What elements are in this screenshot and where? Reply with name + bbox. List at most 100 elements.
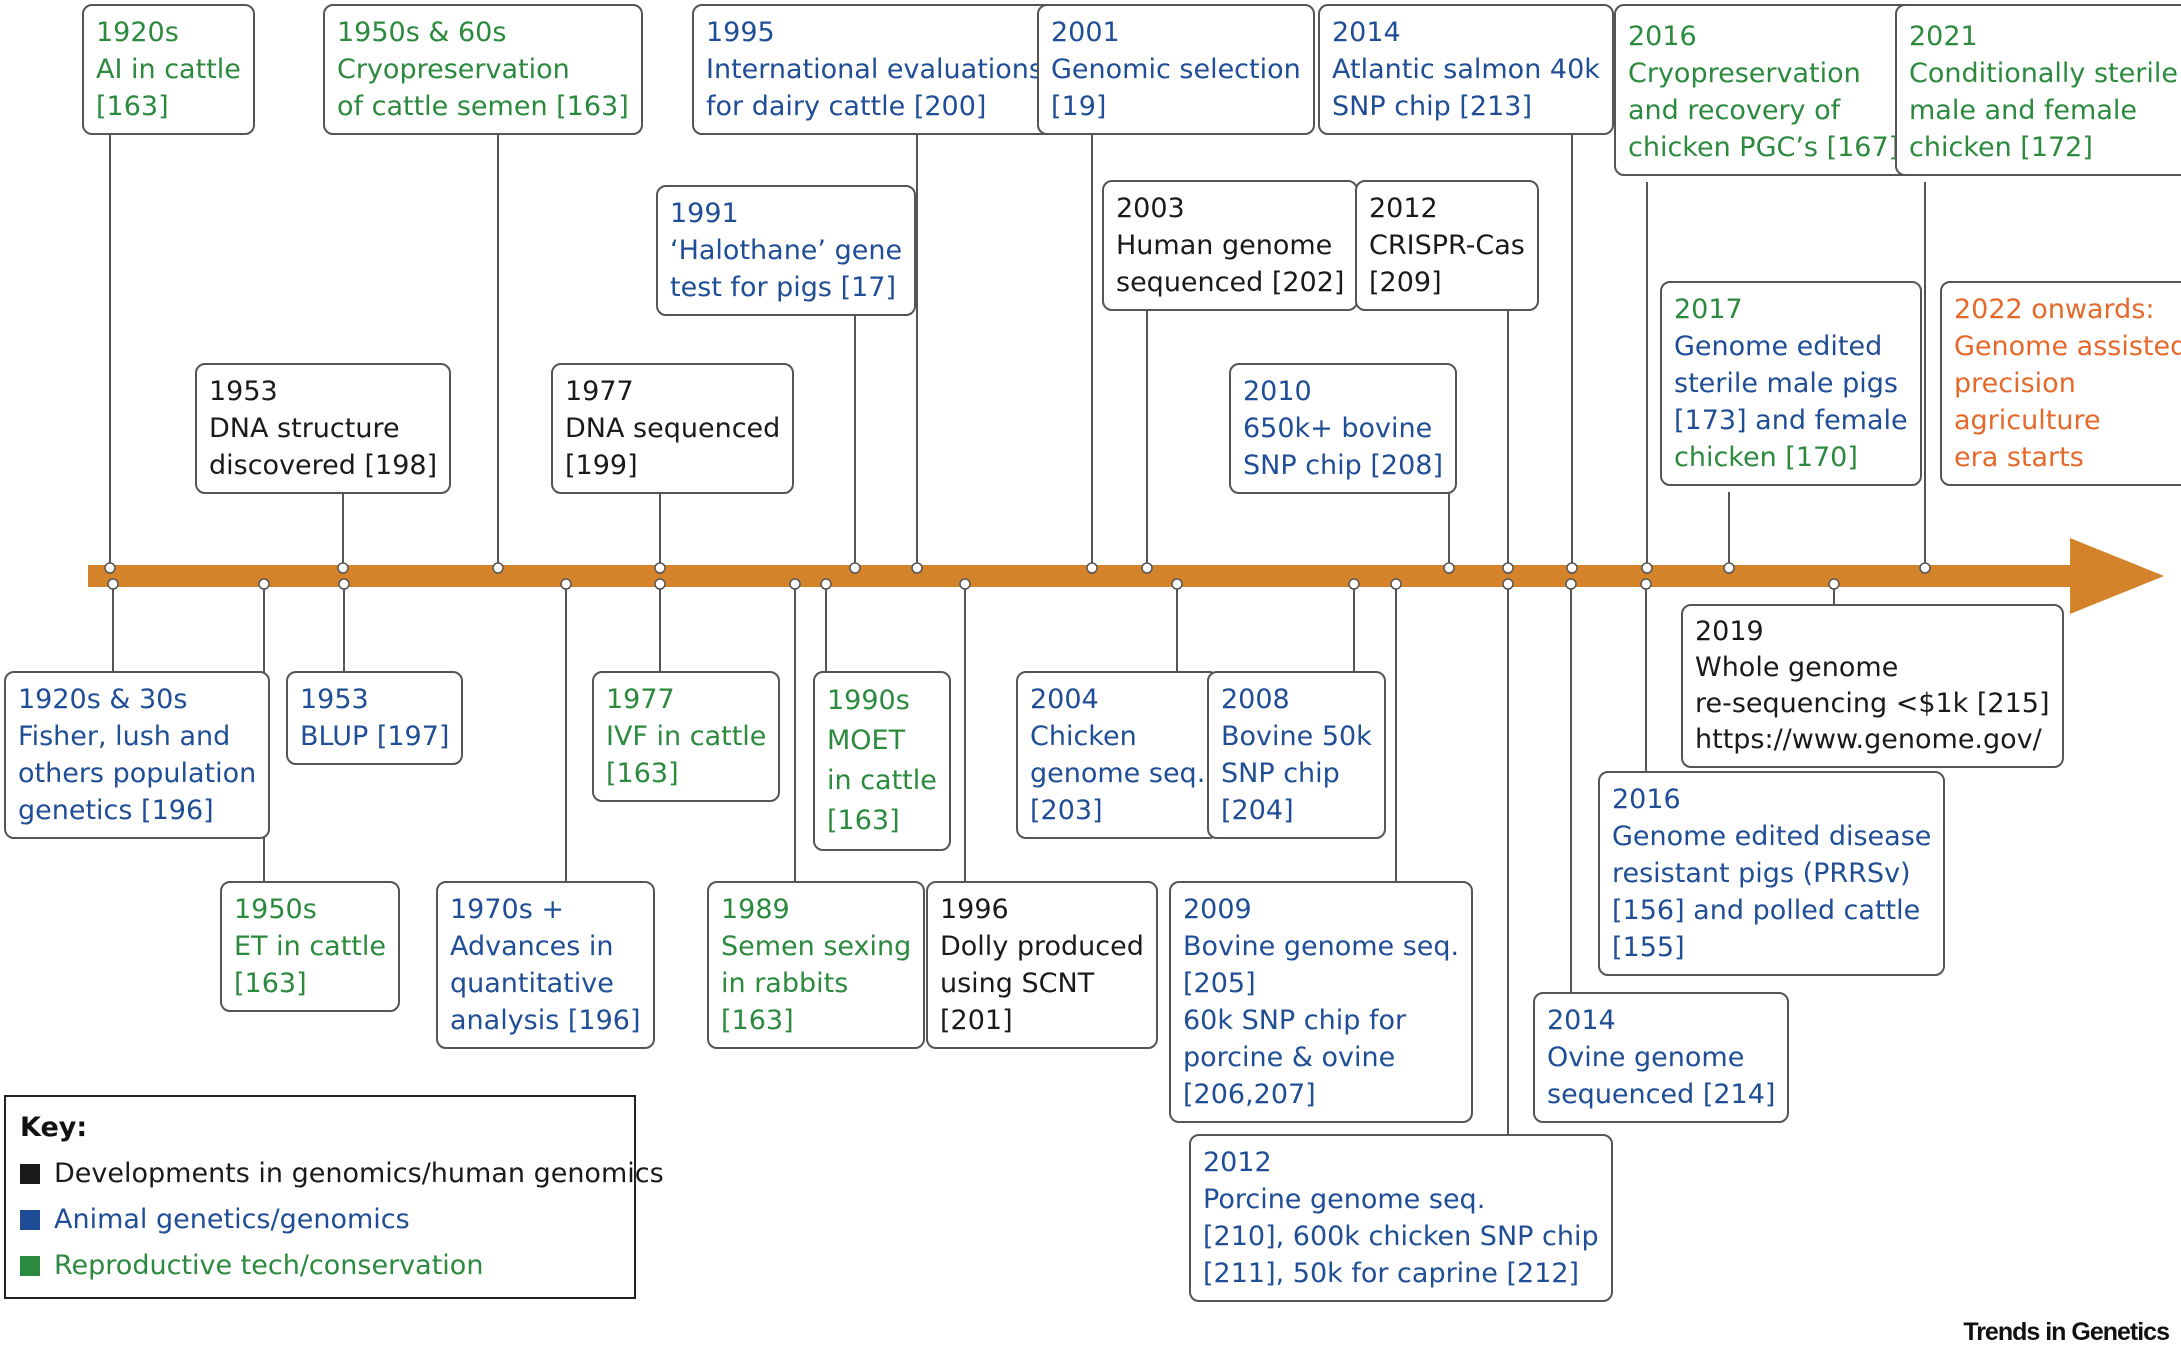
event-quantitative-analysis: 1970s + Advances in quantitative analysi… <box>436 881 655 1049</box>
event-text: Cryopreservation <box>1628 58 1861 89</box>
event-ref: [163] <box>827 805 900 836</box>
timeline-dot <box>107 578 119 590</box>
event-year: 1977 <box>565 376 634 407</box>
event-text: Genome edited disease <box>1612 821 1932 852</box>
event-bovine-650k: 2010 650k+ bovine SNP chip [208] <box>1229 363 1457 494</box>
timeline-dot <box>1171 578 1183 590</box>
event-year: 2016 <box>1612 784 1681 815</box>
timeline-dot <box>1141 562 1153 574</box>
event-dolly: 1996 Dolly produced using SCNT [201] <box>926 881 1158 1049</box>
green-square-icon <box>20 1256 40 1276</box>
event-text: sequenced [202] <box>1116 267 1345 298</box>
black-square-icon <box>20 1164 40 1184</box>
timeline-dot <box>1502 578 1514 590</box>
legend-item-reproductive: Reproductive tech/conservation <box>20 1243 620 1289</box>
event-ref: [163] <box>96 91 169 122</box>
event-text: male and female <box>1909 95 2137 126</box>
event-year: 2004 <box>1030 684 1099 715</box>
event-text: SNP chip [208] <box>1243 450 1443 481</box>
event-whole-genome-resequencing: 2019 Whole genome re-sequencing <$1k [21… <box>1681 604 2064 768</box>
event-text: Genome edited <box>1674 331 1883 362</box>
event-ref: [163] <box>234 968 307 999</box>
timeline-dot <box>1723 562 1735 574</box>
legend-label: Animal genetics/genomics <box>54 1204 410 1235</box>
event-year: 1950s <box>234 894 317 925</box>
event-year: 1950s & 60s <box>337 17 507 48</box>
timeline-dot <box>1565 578 1577 590</box>
blue-square-icon <box>20 1210 40 1230</box>
timeline-dot <box>959 578 971 590</box>
event-text: AI in cattle <box>96 54 241 85</box>
event-disease-resistant-pigs: 2016 Genome edited disease resistant pig… <box>1598 771 1946 976</box>
event-text: International evaluations <box>706 54 1043 85</box>
event-text: resistant pigs (PRRSv) <box>1612 858 1911 889</box>
event-cryopreservation-semen: 1950s & 60s Cryopreservation of cattle s… <box>323 4 643 135</box>
timeline-dot <box>560 578 572 590</box>
event-text: others population <box>18 758 257 789</box>
event-text: chicken PGC’s [167] <box>1628 132 1900 163</box>
event-text: in rabbits <box>721 968 849 999</box>
event-international-evaluations: 1995 International evaluations for dairy… <box>692 4 1057 135</box>
timeline-dot <box>911 562 923 574</box>
timeline-dot <box>1086 562 1098 574</box>
timeline-dot <box>1443 562 1455 574</box>
event-genomic-selection: 2001 Genomic selection [19] <box>1037 4 1315 135</box>
timeline-dot <box>492 562 504 574</box>
timeline-dot <box>1828 578 1840 590</box>
timeline-dots <box>104 562 1931 590</box>
event-text: Genome assisted <box>1954 331 2181 362</box>
event-ovine-genome: 2014 Ovine genome sequenced [214] <box>1533 992 1790 1123</box>
journal-footer: Trends in Genetics <box>1963 1318 2170 1346</box>
timeline-dot <box>1566 562 1578 574</box>
event-salmon-snp-chip: 2014 Atlantic salmon 40k SNP chip [213] <box>1318 4 1614 135</box>
event-text: Genomic selection <box>1051 54 1301 85</box>
event-text: DNA structure <box>209 413 400 444</box>
legend-key: Key: Developments in genomics/human geno… <box>4 1095 664 1299</box>
event-human-genome: 2003 Human genome sequenced [202] <box>1102 180 1359 311</box>
event-year: 2016 <box>1628 21 1697 52</box>
legend-title: Key: <box>20 1112 88 1143</box>
event-year: 1995 <box>706 17 775 48</box>
event-year: 1977 <box>606 684 675 715</box>
event-text: era starts <box>1954 442 2084 473</box>
event-text: Dolly produced <box>940 931 1144 962</box>
timeline-dot <box>849 562 861 574</box>
event-ref: [206,207] <box>1183 1079 1316 1110</box>
event-text: genome seq. <box>1030 758 1206 789</box>
event-text: ET in cattle <box>234 931 387 962</box>
event-semen-sexing: 1989 Semen sexing in rabbits [163] <box>707 881 926 1049</box>
event-text: Chicken <box>1030 721 1137 752</box>
event-halothane-gene: 1991 ‘Halothane’ gene test for pigs [17] <box>656 185 917 316</box>
event-year: 1920s <box>96 17 179 48</box>
event-year: 2009 <box>1183 894 1252 925</box>
event-url: https://www.genome.gov/ <box>1695 724 2042 755</box>
event-text: discovered [198] <box>209 450 438 481</box>
timeline-dot <box>654 578 666 590</box>
event-text: in cattle <box>827 765 937 796</box>
timeline-arrow <box>88 538 2164 614</box>
event-text: for dairy cattle [200] <box>706 91 987 122</box>
event-ivf-cattle: 1977 IVF in cattle [163] <box>592 671 781 802</box>
event-text: chicken [172] <box>1909 132 2093 163</box>
event-population-genetics: 1920s & 30s Fisher, lush and others popu… <box>4 671 271 839</box>
event-text: chicken [170] <box>1674 442 1858 473</box>
event-text: Semen sexing <box>721 931 912 962</box>
connector-lines <box>109 130 1926 1136</box>
event-ref: [203] <box>1030 795 1103 826</box>
event-text: precision <box>1954 368 2076 399</box>
timeline-dot <box>1641 562 1653 574</box>
legend-item-animal: Animal genetics/genomics <box>20 1197 620 1243</box>
event-ref: [163] <box>606 758 679 789</box>
event-ref: [155] <box>1612 932 1685 963</box>
event-text: MOET <box>827 725 906 756</box>
event-text: [210], 600k chicken SNP chip <box>1203 1221 1599 1252</box>
event-text: using SCNT <box>940 968 1095 999</box>
timeline-dot <box>820 578 832 590</box>
event-text: analysis [196] <box>450 1005 641 1036</box>
legend-item-genomics: Developments in genomics/human genomics <box>20 1151 664 1197</box>
event-text: porcine & ovine <box>1183 1042 1396 1073</box>
timeline-dot <box>654 562 666 574</box>
event-year: 2017 <box>1674 294 1743 325</box>
timeline-dot <box>1502 562 1514 574</box>
event-chicken-genome: 2004 Chicken genome seq. [203] <box>1016 671 1220 839</box>
